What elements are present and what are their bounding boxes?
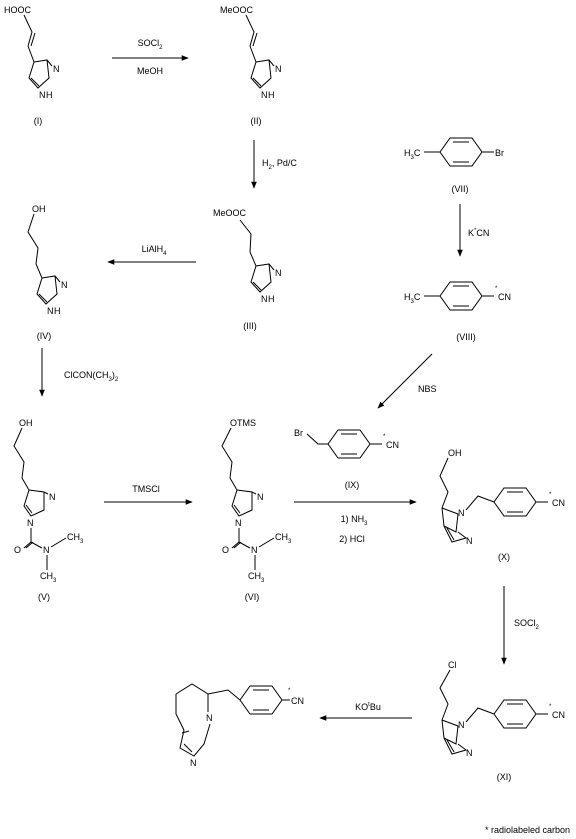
reagent-4: ClCON(CH3)2 xyxy=(64,370,119,383)
footnote-radiolabel: * radiolabeled carbon xyxy=(485,825,570,835)
product-n1: N xyxy=(206,713,213,723)
compound-VIII-h3c: H3C xyxy=(404,292,421,305)
reagent-10: KOtBu xyxy=(355,702,381,712)
compound-X-cn: CN xyxy=(552,498,565,508)
reagent-8-a: 1) NH3 xyxy=(341,514,369,527)
compound-VIII: H3C * CN (VIII) xyxy=(404,281,511,342)
compound-III-nh: N xyxy=(261,294,268,304)
reagent-5: TMSCl xyxy=(132,484,160,494)
compound-X-label: (X) xyxy=(498,552,510,562)
compound-VI: OTMS N N O N CH3 CH3 (VI) xyxy=(221,418,292,602)
compound-X-substituent: OH xyxy=(448,448,462,458)
compound-V-substituent: OH xyxy=(19,418,33,428)
compound-III-h: H xyxy=(268,294,275,304)
compound-VI-n1: N xyxy=(235,518,242,528)
compound-II-h: H xyxy=(268,90,275,100)
compound-VII-br: Br xyxy=(495,148,504,158)
product-n3: N xyxy=(190,758,197,768)
reagent-7: NBS xyxy=(418,384,437,394)
compound-XI-cn: CN xyxy=(552,710,565,720)
compound-VI-label: (VI) xyxy=(245,592,260,602)
reagent-6: K*CN xyxy=(468,228,489,238)
compound-V-namide: N xyxy=(43,545,50,555)
compound-VI-o: O xyxy=(222,545,229,555)
reagent-3: LiAlH4 xyxy=(142,244,168,257)
compound-I-h: H xyxy=(46,90,53,100)
reagent-8-b: 2) HCl xyxy=(339,534,365,544)
compound-I-n: N xyxy=(53,64,60,74)
compound-V-label: (V) xyxy=(38,592,50,602)
compound-II-n: N xyxy=(275,64,282,74)
compound-VI-n3: N xyxy=(257,492,264,502)
compound-II-label: (II) xyxy=(251,116,262,126)
compound-VI-ch3a: CH3 xyxy=(275,532,292,545)
compound-VII: H3C Br (VII) xyxy=(404,137,504,194)
compound-II-substituent: MeOOC xyxy=(220,5,254,15)
compound-I-substituent: HOOC xyxy=(4,5,32,15)
compound-XI: Cl N N * CN (XI) xyxy=(439,660,565,782)
compound-X: OH N N * CN (X) xyxy=(439,448,565,562)
compound-IX-star: * xyxy=(383,434,386,440)
compound-VI-substituent: OTMS xyxy=(230,418,256,428)
compound-VI-namide: N xyxy=(251,545,258,555)
compound-I: HOOC N N H (I) xyxy=(4,5,60,126)
compound-II-nh: N xyxy=(261,90,268,100)
compound-III-label: (III) xyxy=(243,321,257,331)
compound-V: OH N N O N CH3 CH3 (V) xyxy=(13,418,84,602)
compound-XI-label: (XI) xyxy=(497,772,512,782)
compound-IV-nh: N xyxy=(47,306,54,316)
compound-II: MeOOC N N H (II) xyxy=(220,5,282,126)
compound-V-ch3b: CH3 xyxy=(40,571,57,584)
compound-IX: Br * CN (IX) xyxy=(294,428,399,490)
reagent-9: SOCl2 xyxy=(514,618,540,631)
compound-IV-label: (IV) xyxy=(37,331,52,341)
compound-V-n1: N xyxy=(27,518,34,528)
compound-VIII-label: (VIII) xyxy=(456,332,476,342)
compound-IV-substituent: OH xyxy=(32,204,46,214)
compound-XI-star: * xyxy=(549,704,552,710)
compound-V-o: O xyxy=(14,545,21,555)
compound-X-star: * xyxy=(549,492,552,498)
reagent-2: H2, Pd/C xyxy=(262,158,297,171)
compound-I-nh: N xyxy=(39,90,46,100)
compound-X-n1: N xyxy=(458,508,465,518)
compound-I-label: (I) xyxy=(34,116,43,126)
compound-IV: OH N N H (IV) xyxy=(27,204,68,341)
compound-III-n: N xyxy=(275,268,282,278)
compound-XI-n3: N xyxy=(466,748,473,758)
compound-III-substituent: MeOOC xyxy=(213,208,247,218)
compound-IX-label: (IX) xyxy=(345,480,360,490)
compound-XI-n1: N xyxy=(458,720,465,730)
compound-VII-label: (VII) xyxy=(452,184,469,194)
product-cn: CN xyxy=(291,696,304,706)
reagent-1-top: SOCl2 xyxy=(138,38,164,51)
compound-V-n3: N xyxy=(49,492,56,502)
compound-III: MeOOC N N H (III) xyxy=(213,208,282,331)
compound-IV-n: N xyxy=(61,280,68,290)
compound-product: N N * CN xyxy=(175,683,304,768)
compound-IX-cn: CN xyxy=(386,440,399,450)
compound-VIII-star: * xyxy=(495,286,498,292)
compound-VI-ch3b: CH3 xyxy=(248,571,265,584)
compound-IX-br: Br xyxy=(294,428,303,438)
compound-IV-h: H xyxy=(54,306,61,316)
reagent-1-bottom: MeOH xyxy=(137,66,163,76)
product-star: * xyxy=(288,688,291,694)
compound-V-ch3a: CH3 xyxy=(67,532,84,545)
compound-VIII-cn: CN xyxy=(498,292,511,302)
arrow-7 xyxy=(377,353,433,409)
compound-VII-h3c: H3C xyxy=(404,148,421,161)
compound-X-n3: N xyxy=(466,536,473,546)
compound-XI-substituent: Cl xyxy=(448,660,457,670)
